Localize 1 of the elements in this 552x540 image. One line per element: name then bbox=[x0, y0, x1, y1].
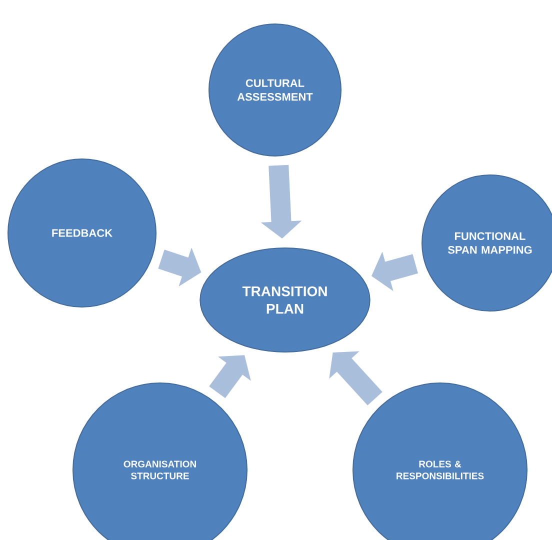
block-arrow bbox=[329, 351, 382, 406]
